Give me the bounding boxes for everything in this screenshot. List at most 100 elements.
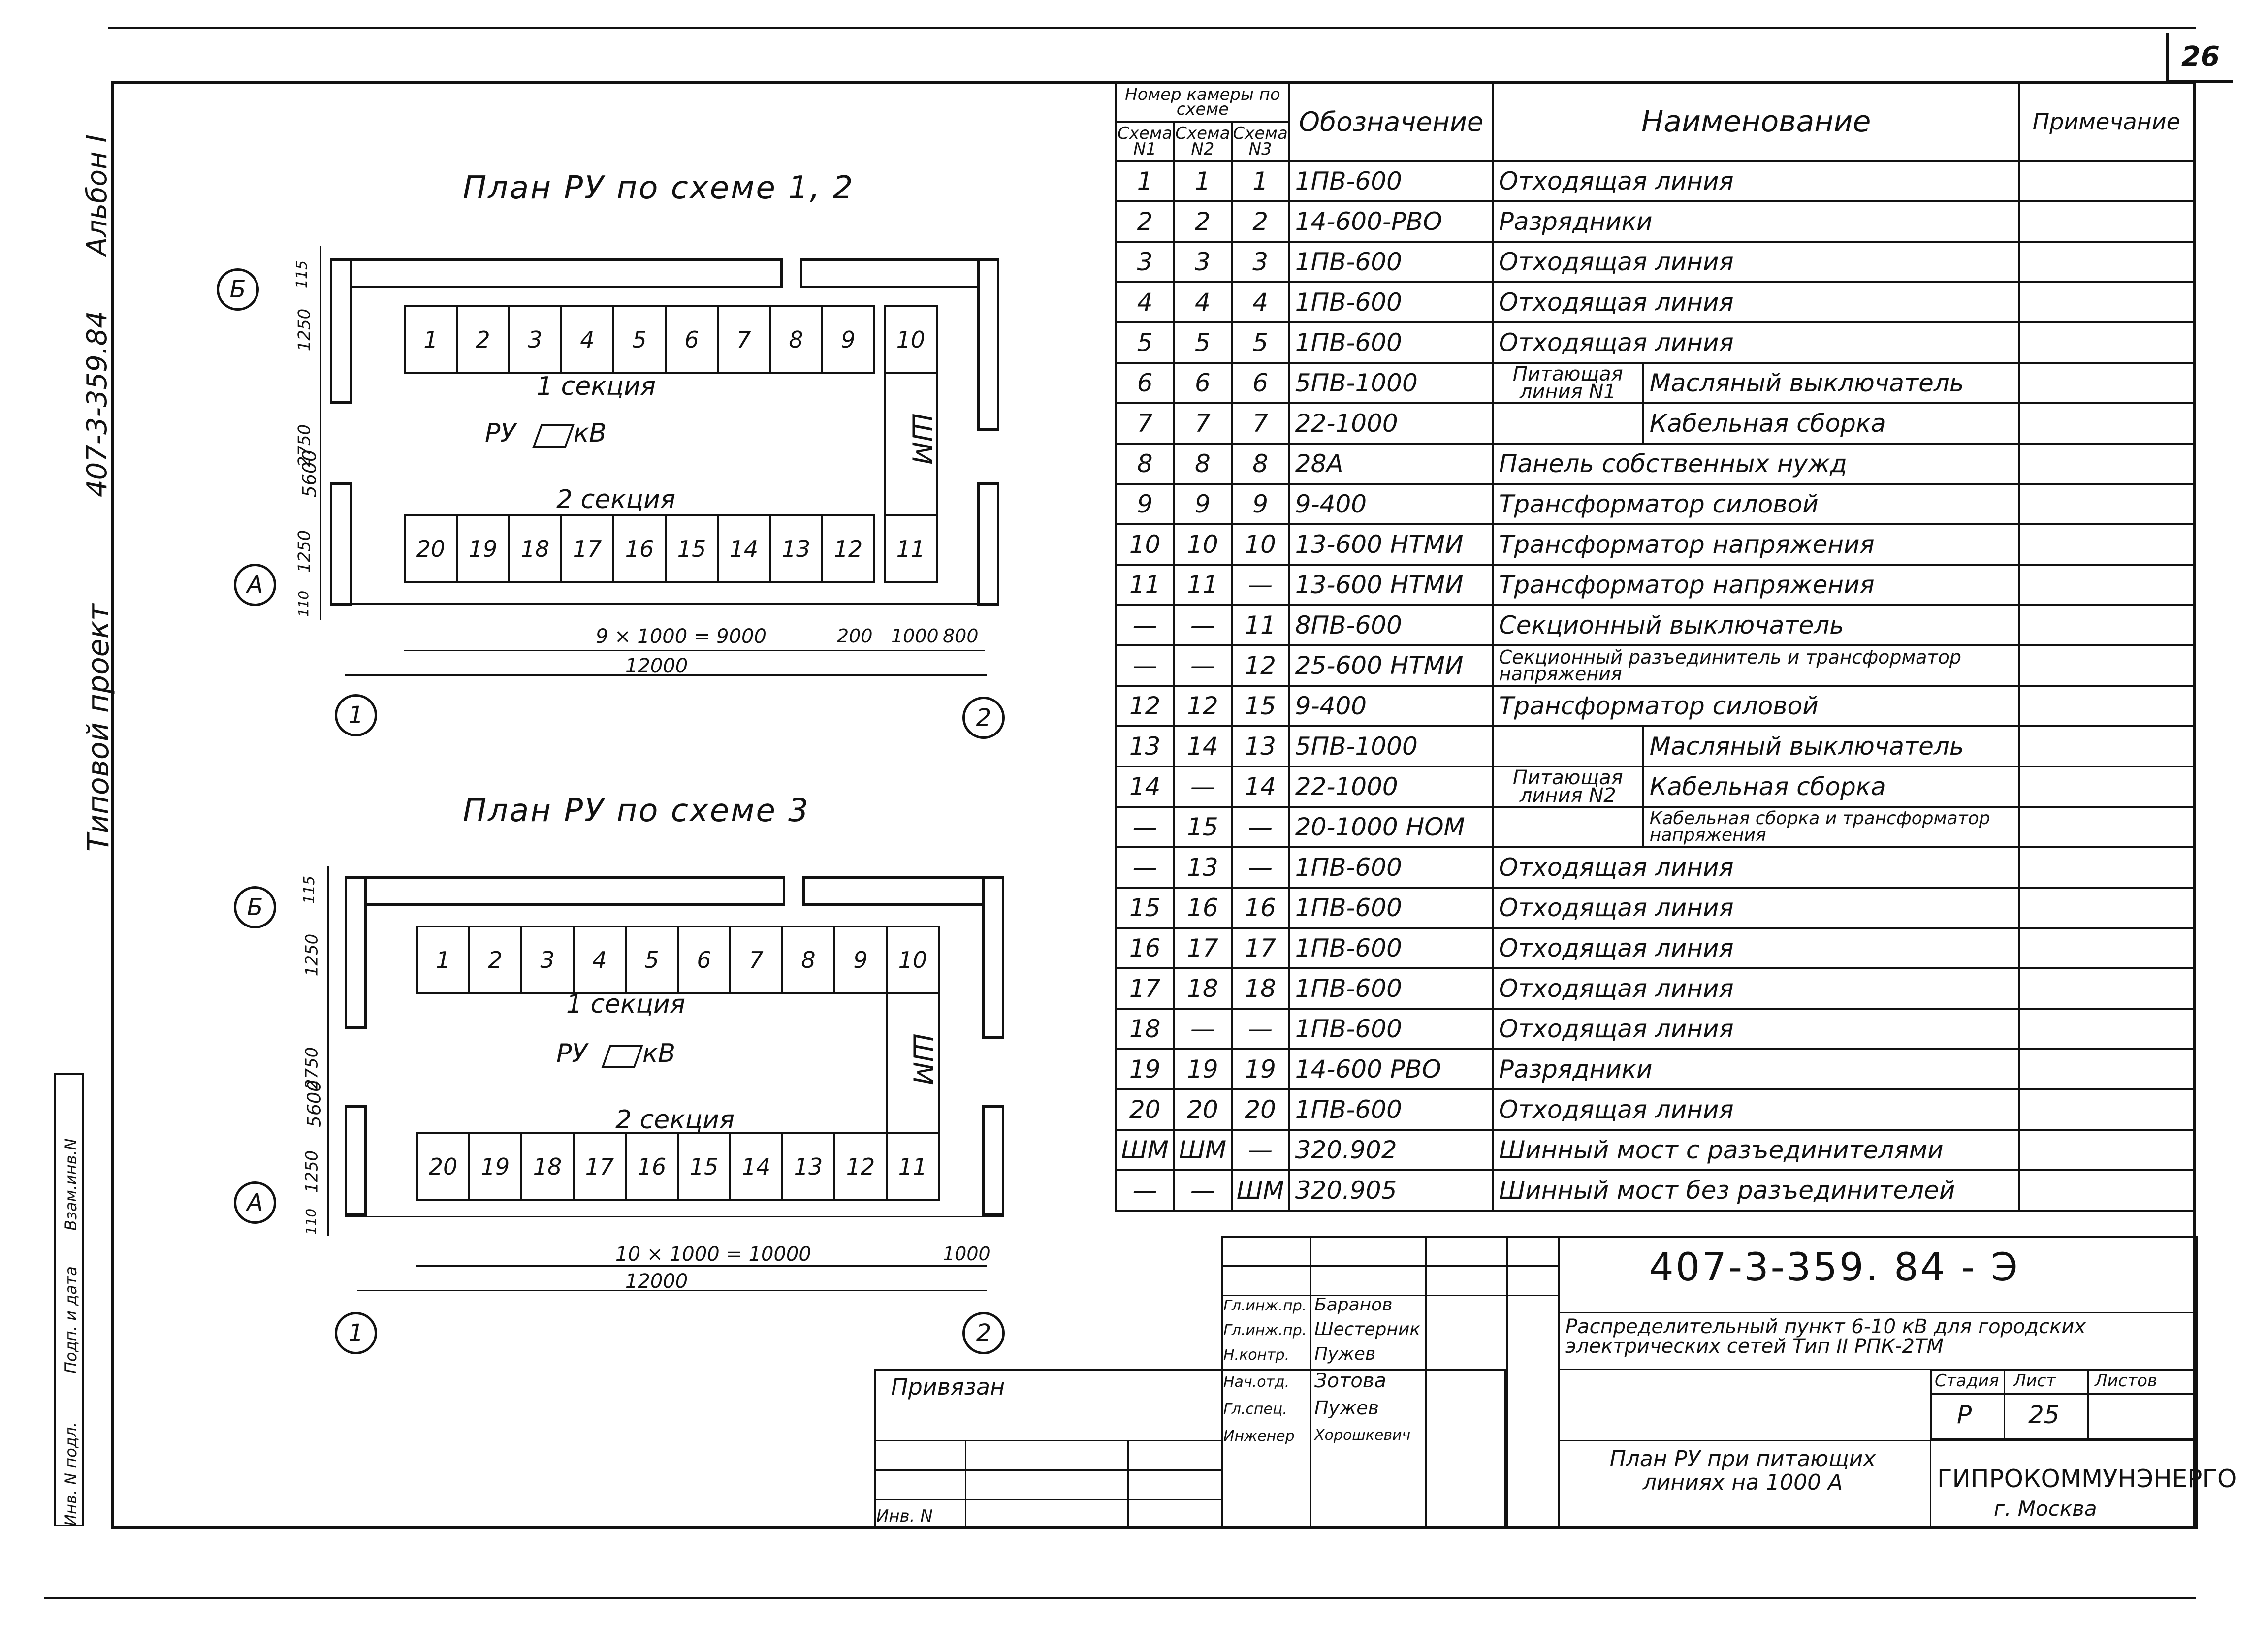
plan2-wall-top-left (345, 876, 785, 906)
cell-s3: — (1230, 1129, 1290, 1171)
plan1-axis-b: Б (217, 268, 259, 311)
tb-col-line-5 (1506, 1236, 1508, 1529)
cell-s3: 4 (1230, 281, 1290, 323)
cell-name: Отходящая линия (1492, 846, 2020, 889)
cell-s1: 18 (1115, 1008, 1175, 1050)
role-4: Нач.отд. (1223, 1373, 1290, 1391)
cell-s3: 11 (1230, 604, 1290, 646)
cell-s2: 14 (1173, 725, 1233, 767)
plan1-dim-vline (320, 246, 321, 620)
cell-name: Секционный разъединитель и трансформатор… (1492, 644, 2020, 687)
cell-note (2018, 604, 2195, 646)
cell-s1: 16 (1115, 927, 1175, 969)
plan1-floor-line (330, 603, 999, 605)
cell-note (2018, 483, 2195, 525)
cell-s2: 11 (1173, 564, 1233, 606)
cell-s1: 12 (1115, 685, 1175, 727)
cell-designation: 8ПВ-600 (1288, 604, 1494, 646)
cell-name: Кабельная сборка (1492, 402, 2020, 445)
plan2-cell-19: 19 (468, 1132, 522, 1201)
plan1-cell-12: 12 (821, 514, 875, 583)
plan1-cell-10: 10 (884, 305, 938, 374)
cell-name: Отходящая линия (1492, 321, 2020, 364)
plan1-cell-8: 8 (769, 305, 823, 374)
plan2-axis-b: Б (234, 886, 276, 928)
cell-designation: 13-600 НТМИ (1288, 523, 1494, 566)
plan2-dim-vline (327, 866, 329, 1236)
cell-name: Отходящая линия (1492, 160, 2020, 202)
tb-col-line-1 (965, 1440, 966, 1529)
cell-name: Отходящая линия (1492, 1008, 2020, 1050)
cell-note (2018, 1008, 2195, 1050)
cell-s3: 12 (1230, 644, 1290, 687)
plan2-cell-8: 8 (781, 926, 835, 994)
top-border-line (108, 27, 2196, 29)
cell-s2: 3 (1173, 241, 1233, 283)
stage-row (1930, 1393, 2198, 1395)
plan1-cell-20: 20 (404, 514, 458, 583)
plan1-cell-18: 18 (508, 514, 562, 583)
plan1-cell-1: 1 (404, 305, 458, 374)
cell-s3: 14 (1230, 766, 1290, 808)
plan2-cell-20: 20 (416, 1132, 470, 1201)
cell-designation: 1ПВ-600 (1288, 1088, 1494, 1131)
feed-item-name: Масляный выключатель (1649, 369, 1964, 397)
cell-s2: 7 (1173, 402, 1233, 445)
cell-s3: 19 (1230, 1048, 1290, 1090)
cell-s3: 3 (1230, 241, 1290, 283)
cell-designation: 22-1000 (1288, 402, 1494, 445)
cell-s2: 4 (1173, 281, 1233, 323)
plan1-wall-left-upper (330, 258, 352, 404)
cell-s2: 18 (1173, 967, 1233, 1010)
cell-s1: 15 (1115, 887, 1175, 929)
cell-s3: 18 (1230, 967, 1290, 1010)
cell-s3: 10 (1230, 523, 1290, 566)
cell-note (2018, 1088, 2195, 1131)
feed-line-label: Питающая линия N1 (1495, 365, 1644, 401)
plan2-cell-17: 17 (573, 1132, 627, 1201)
cell-s2: 5 (1173, 321, 1233, 364)
sheet-label: Лист (2013, 1371, 2056, 1391)
header-s2: Схема N2 (1173, 121, 1233, 162)
plan1-cell-16: 16 (612, 514, 667, 583)
cell-s2: — (1173, 766, 1233, 808)
org-city: г. Москва (1994, 1497, 2097, 1521)
plan2-cell-18: 18 (520, 1132, 575, 1201)
feed-line-label (1495, 405, 1644, 442)
cell-s3: — (1230, 1008, 1290, 1050)
role-3: Н.контр. (1223, 1346, 1290, 1364)
plan2-cell-13: 13 (781, 1132, 835, 1201)
plan2-cell-4: 4 (573, 926, 627, 994)
name-5: Пужев (1314, 1397, 1379, 1419)
tb-desc-line (1558, 1312, 2198, 1313)
plan2-wall-top-right (802, 876, 1002, 906)
cell-s2: 13 (1173, 846, 1233, 889)
cell-note (2018, 241, 2195, 283)
plan1-dim-1000: 1000 (891, 625, 939, 647)
cell-s1: 6 (1115, 362, 1175, 404)
stage-label: Стадия (1935, 1371, 1999, 1391)
plan2-cell-12: 12 (833, 1132, 888, 1201)
cell-s2: 9 (1173, 483, 1233, 525)
cell-note (2018, 846, 2195, 889)
cell-note (2018, 1129, 2195, 1171)
stage-box (1930, 1369, 2198, 1440)
org-name: ГИПРОКОММУНЭНЕРГО (1937, 1465, 2237, 1493)
cell-note (2018, 564, 2195, 606)
tb-stage-line (1558, 1369, 2198, 1370)
plan2-cell-1: 1 (416, 926, 470, 994)
cell-note (2018, 685, 2195, 727)
cell-s3: 13 (1230, 725, 1290, 767)
cell-note (2018, 443, 2195, 485)
